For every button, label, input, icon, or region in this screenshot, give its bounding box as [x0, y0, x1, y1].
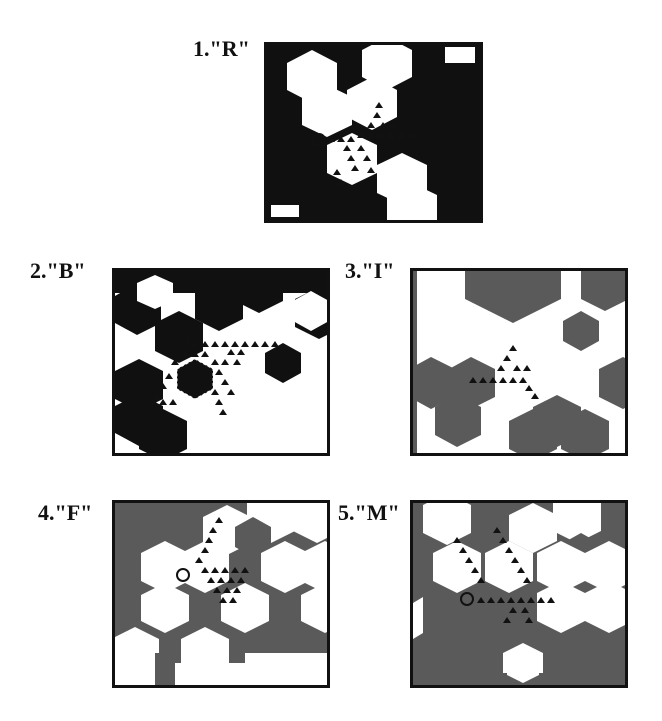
- triangle-markers: [453, 527, 555, 623]
- triangle-markers: [195, 517, 249, 603]
- hex-cell: [302, 85, 352, 137]
- hex-cell: [293, 503, 327, 543]
- panel-label-b: 2."B": [30, 258, 86, 283]
- hex-map-b: [115, 271, 327, 453]
- hex-cell: [509, 503, 557, 553]
- hex-cell: [489, 273, 537, 323]
- hex-cell: [413, 357, 455, 409]
- hex-cell: [507, 645, 539, 683]
- map-i: [410, 268, 628, 456]
- map-b: [112, 268, 330, 456]
- hex-cell: [347, 77, 397, 130]
- hex-cell: [221, 583, 269, 633]
- hex-cell: [563, 311, 599, 351]
- hex-cell: [485, 541, 533, 593]
- hex-cell: [235, 517, 271, 557]
- hex-cell: [155, 311, 203, 363]
- hex-map-r: [267, 45, 480, 220]
- hex-cell: [387, 183, 437, 220]
- hex-cell: [561, 409, 609, 453]
- hex-cell: [115, 359, 163, 411]
- hex-cell: [423, 503, 471, 545]
- map-r: [264, 42, 483, 223]
- hex-cell: [433, 541, 481, 593]
- hex-map-f: [115, 503, 327, 685]
- hex-cell: [141, 541, 189, 593]
- triangle-markers: [149, 341, 279, 415]
- hex-cell: [235, 271, 283, 313]
- hex-cell: [261, 541, 309, 593]
- hex-cell: [585, 581, 625, 633]
- map-m: [410, 500, 628, 688]
- triangle-markers: [327, 102, 415, 185]
- panel-label-i: 3."I": [345, 258, 395, 283]
- panel-label-r: 1."R": [193, 36, 250, 61]
- hex-map-i: [413, 271, 625, 453]
- hex-cell: [137, 275, 173, 309]
- hex-cell: [599, 357, 625, 409]
- triangle-markers: [469, 345, 539, 399]
- hex-cell: [537, 581, 585, 633]
- hex-cell: [176, 358, 214, 400]
- hex-cell: [413, 597, 423, 639]
- hex-cell: [537, 541, 585, 593]
- hex-cell: [265, 343, 301, 383]
- panel-label-f: 4."F": [38, 500, 93, 525]
- hex-cell: [362, 45, 412, 90]
- hex-cell: [139, 409, 187, 453]
- hex-cell: [435, 395, 481, 447]
- hex-cell: [301, 583, 327, 633]
- hex-cell: [553, 503, 601, 543]
- hex-cell: [581, 271, 625, 311]
- hex-map-m: [413, 503, 625, 685]
- hex-cell: [141, 583, 189, 633]
- hex-cell: [301, 541, 327, 593]
- hex-cell: [195, 279, 243, 331]
- hex-cell: [293, 291, 327, 331]
- hex-cell: [585, 541, 625, 593]
- map-f: [112, 500, 330, 688]
- panel-label-m: 5."M": [338, 500, 400, 525]
